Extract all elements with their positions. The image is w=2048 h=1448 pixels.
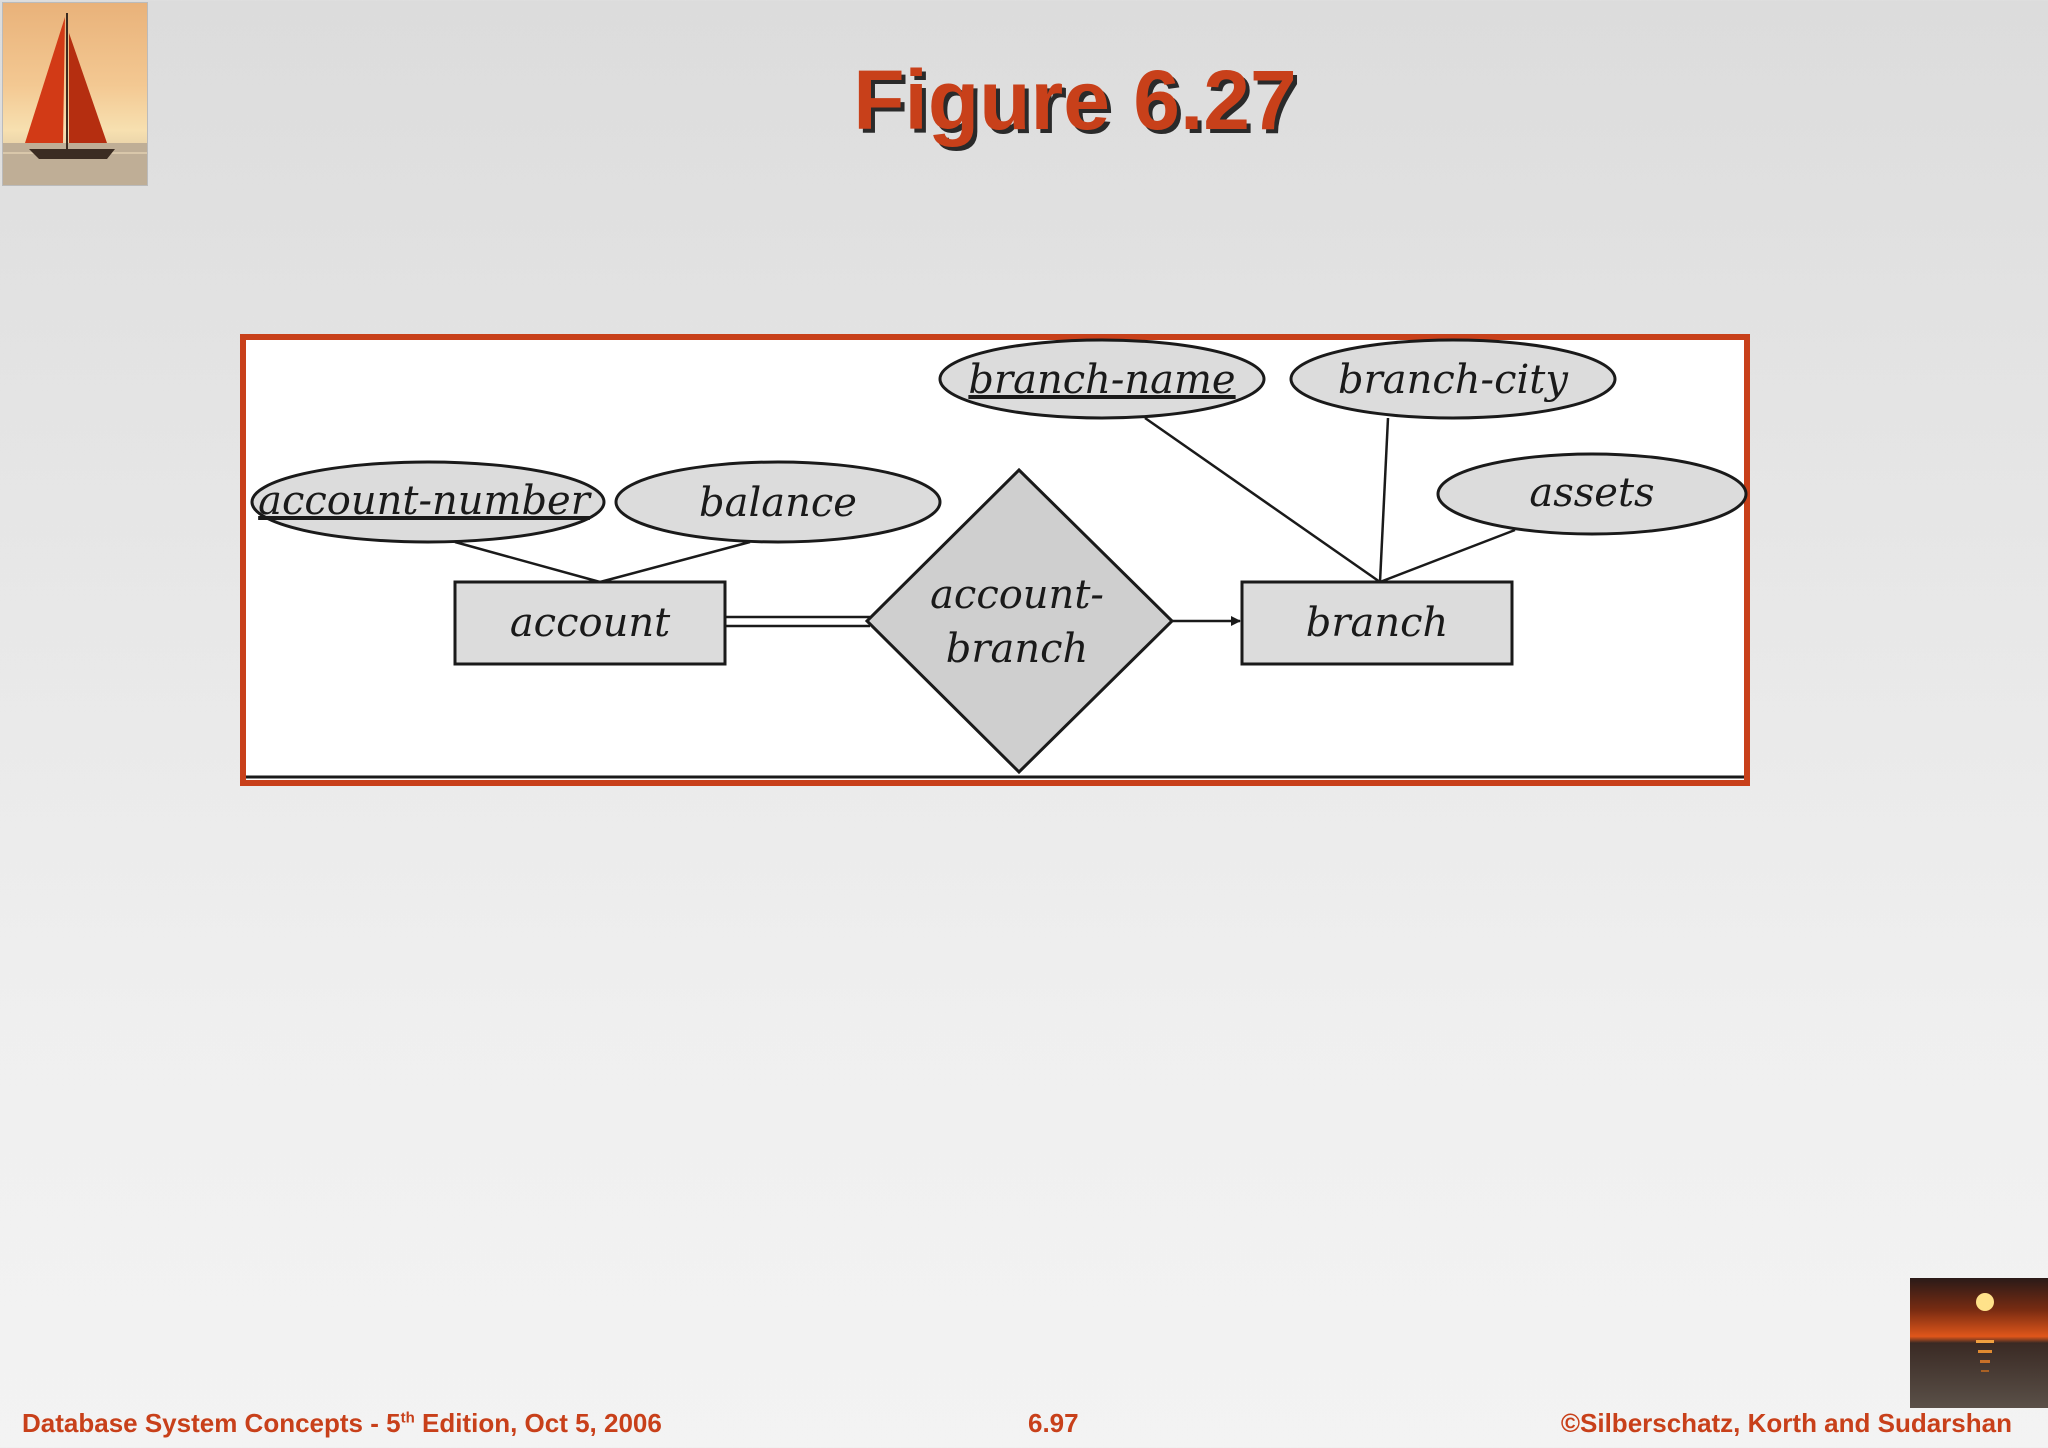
attribute-label: assets bbox=[1529, 470, 1654, 516]
attribute-label: branch-city bbox=[1338, 357, 1569, 403]
relationship-label-line1: account- bbox=[930, 572, 1104, 618]
connector-assets bbox=[1379, 528, 1516, 584]
slide-title: Figure 6.27 bbox=[853, 53, 1297, 147]
entity-branch: branch bbox=[1240, 580, 1514, 666]
footer-book-title: Database System Concepts - 5th Edition, … bbox=[22, 1408, 662, 1439]
footer-edition-ordinal: th bbox=[400, 1409, 415, 1427]
entity-label: branch bbox=[1306, 600, 1449, 646]
footer-book-title-prefix: Database System Concepts - 5 bbox=[22, 1408, 401, 1438]
relationship-account-branch: account- branch bbox=[864, 467, 1175, 775]
attribute-label: balance bbox=[699, 480, 857, 526]
attribute-label: branch-name bbox=[968, 357, 1235, 403]
footer-book-title-suffix: Edition, Oct 5, 2006 bbox=[414, 1408, 662, 1438]
connector-account-number bbox=[454, 540, 601, 584]
connector-branch-name bbox=[1144, 416, 1381, 584]
attribute-label: account-number bbox=[258, 478, 593, 524]
entity-account: account bbox=[453, 580, 727, 666]
sunset-thumbnail bbox=[1910, 1278, 2048, 1408]
entity-label: account bbox=[510, 600, 671, 646]
footer-copyright: ©Silberschatz, Korth and Sudarshan bbox=[1560, 1408, 2012, 1438]
attribute-assets: assets bbox=[1436, 452, 1748, 536]
attribute-balance: balance bbox=[614, 460, 942, 544]
relationship-label-line2: branch bbox=[946, 626, 1089, 672]
attribute-account-number: account-number bbox=[250, 460, 606, 544]
attribute-branch-name: branch-name bbox=[938, 338, 1266, 420]
attribute-branch-city: branch-city bbox=[1289, 338, 1617, 420]
sailboat-thumbnail bbox=[2, 2, 148, 186]
er-diagram: account-number balance branch-name branc… bbox=[240, 334, 1750, 786]
footer-page-number: 6.97 bbox=[1028, 1408, 1079, 1438]
connector-balance bbox=[599, 540, 751, 584]
connector-branch-city bbox=[1378, 417, 1390, 583]
